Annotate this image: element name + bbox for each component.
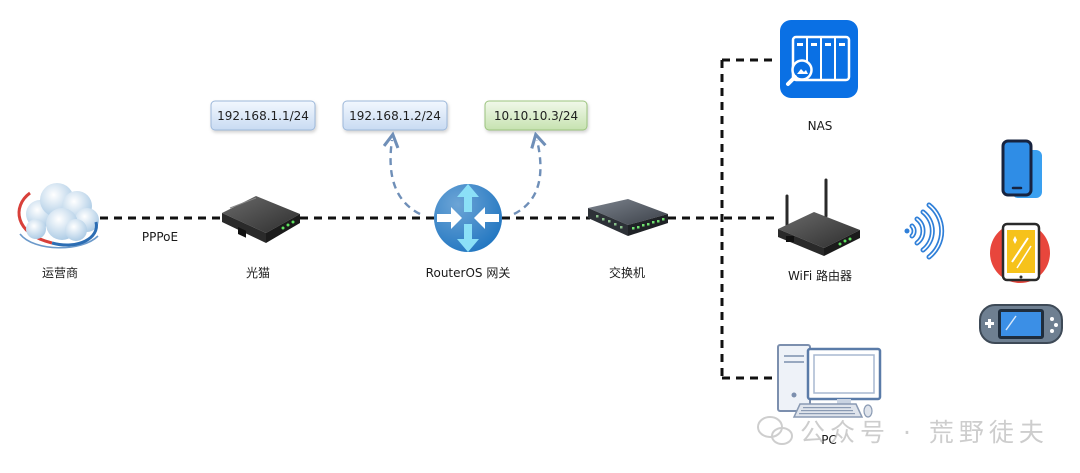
- isp-label: 运营商: [42, 265, 78, 280]
- pc-label: PC: [821, 433, 837, 447]
- ip-tag-text: 192.168.1.2/24: [349, 109, 441, 123]
- wifi-signal-icon: [904, 202, 945, 260]
- wechat-icon: [757, 416, 793, 445]
- nas-icon: [780, 20, 858, 98]
- router-icon: [434, 184, 502, 252]
- ip-tag-text: 10.10.10.3/24: [494, 109, 578, 123]
- lan-ip-arrow: [391, 140, 421, 216]
- ip-tag: [210, 100, 316, 131]
- smartphone-icon: [1001, 139, 1042, 198]
- ip-tag: [484, 100, 588, 131]
- ip-tag-text: 192.168.1.1/24: [217, 109, 309, 123]
- handheld-game-console-icon: [979, 304, 1063, 344]
- router-label: RouterOS 网关: [426, 266, 511, 280]
- wan-link-label: PPPoE: [142, 230, 178, 244]
- links: [100, 58, 778, 380]
- wifi-router-label: WiFi 路由器: [788, 268, 852, 283]
- modem-icon: [222, 196, 300, 243]
- network-switch-icon: [588, 199, 668, 236]
- ip-tag: [342, 100, 448, 131]
- wan-ip-arrow: [513, 140, 540, 216]
- watermark: 公众号 · 荒野徒夫: [800, 418, 1049, 447]
- switch-label: 交换机: [609, 265, 645, 280]
- wifi-router-icon: [778, 178, 860, 256]
- nas-label: NAS: [808, 119, 833, 133]
- modem-label: 光猫: [246, 266, 270, 280]
- tablet-icon: [990, 222, 1050, 283]
- desktop-pc-icon: [777, 344, 882, 418]
- cloud-icon: [17, 183, 99, 249]
